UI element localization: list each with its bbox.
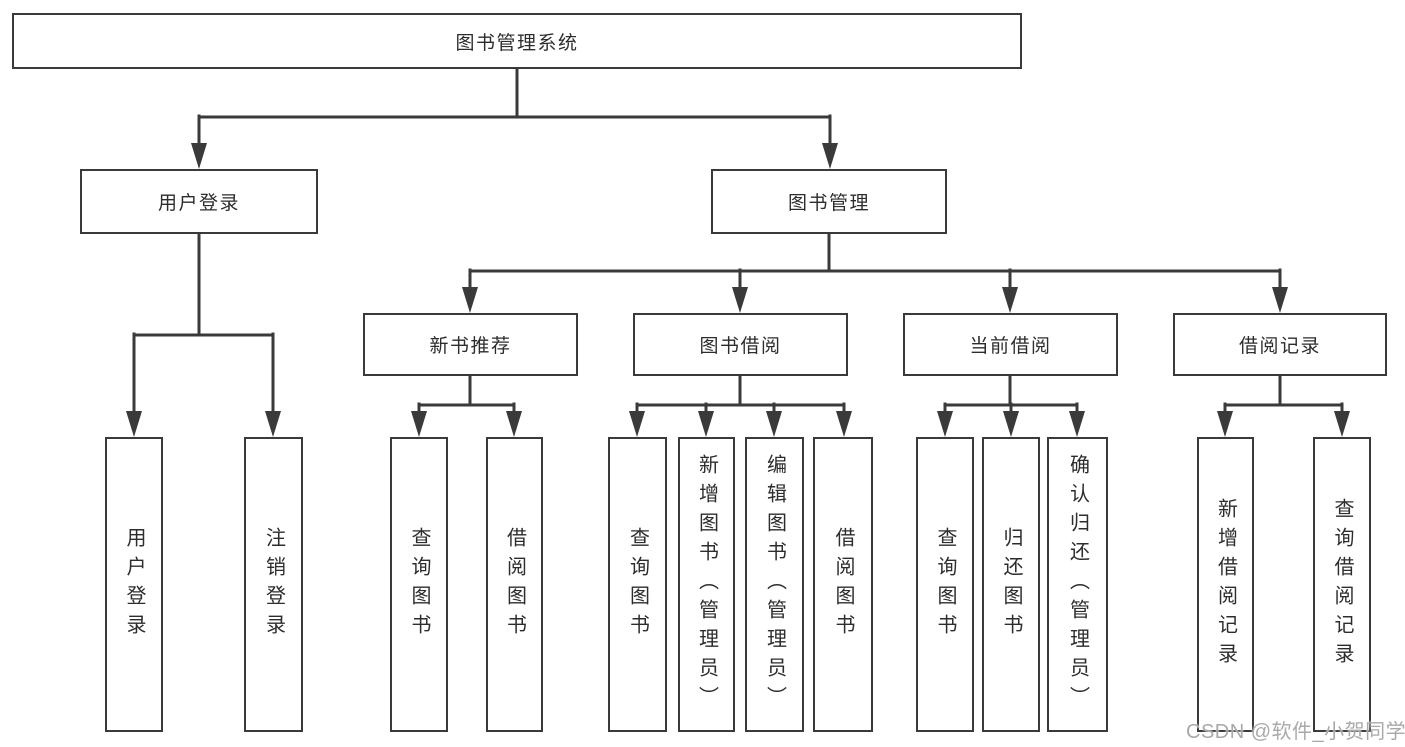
node-current-borrow-label: 当前借阅 bbox=[969, 336, 1052, 357]
leaf-query-books-1: 查询图书 bbox=[390, 437, 448, 732]
leaf-add-book-admin-label: 新增图书（管理员） bbox=[695, 454, 718, 715]
node-new-book-recommend-label: 新书推荐 bbox=[429, 336, 512, 357]
node-root: 图书管理系统 bbox=[12, 13, 1022, 69]
leaf-edit-book-admin: 编辑图书（管理员） bbox=[745, 437, 804, 732]
leaf-add-borrow-record-label: 新增借阅记录 bbox=[1214, 497, 1237, 672]
leaf-user-login-label: 用户登录 bbox=[123, 526, 145, 643]
leaf-borrow-books-2-label: 借阅图书 bbox=[832, 526, 854, 643]
node-root-label: 图书管理系统 bbox=[455, 32, 579, 54]
leaf-query-books-1-label: 查询图书 bbox=[408, 526, 430, 643]
node-user-login: 用户登录 bbox=[80, 169, 318, 234]
node-current-borrow: 当前借阅 bbox=[903, 313, 1118, 376]
leaf-user-login: 用户登录 bbox=[105, 437, 163, 732]
leaf-query-borrow-record-label: 查询借阅记录 bbox=[1331, 497, 1353, 672]
node-book-borrow-label: 图书借阅 bbox=[699, 336, 782, 357]
leaf-confirm-return-admin: 确认归还（管理员） bbox=[1047, 437, 1108, 732]
leaf-return-book: 归还图书 bbox=[982, 437, 1040, 732]
leaf-add-borrow-record: 新增借阅记录 bbox=[1197, 437, 1254, 732]
leaf-query-books-3-label: 查询图书 bbox=[934, 526, 956, 643]
node-borrow-records-label: 借阅记录 bbox=[1238, 336, 1321, 357]
leaf-borrow-books-1: 借阅图书 bbox=[486, 437, 543, 732]
leaf-confirm-return-admin-label: 确认归还（管理员） bbox=[1066, 454, 1089, 715]
leaf-add-book-admin: 新增图书（管理员） bbox=[678, 437, 735, 732]
leaf-logout: 注销登录 bbox=[244, 437, 303, 732]
node-borrow-records: 借阅记录 bbox=[1173, 313, 1387, 376]
watermark-text: CSDN @软件_小贺同学 bbox=[1186, 721, 1405, 743]
leaf-edit-book-admin-label: 编辑图书（管理员） bbox=[763, 454, 786, 715]
leaf-query-books-2-label: 查询图书 bbox=[626, 526, 649, 643]
leaf-borrow-books-2: 借阅图书 bbox=[813, 437, 873, 732]
leaf-borrow-books-1-label: 借阅图书 bbox=[503, 526, 526, 643]
leaf-query-books-2: 查询图书 bbox=[608, 437, 667, 732]
node-new-book-recommend: 新书推荐 bbox=[363, 313, 578, 376]
node-book-borrow: 图书借阅 bbox=[633, 313, 848, 376]
leaf-query-books-3: 查询图书 bbox=[916, 437, 974, 732]
leaf-logout-label: 注销登录 bbox=[262, 526, 285, 643]
leaf-return-book-label: 归还图书 bbox=[1000, 526, 1022, 643]
node-user-login-label: 用户登录 bbox=[157, 193, 240, 214]
node-book-management: 图书管理 bbox=[711, 169, 947, 234]
node-book-management-label: 图书管理 bbox=[787, 193, 870, 214]
leaf-query-borrow-record: 查询借阅记录 bbox=[1313, 437, 1371, 732]
